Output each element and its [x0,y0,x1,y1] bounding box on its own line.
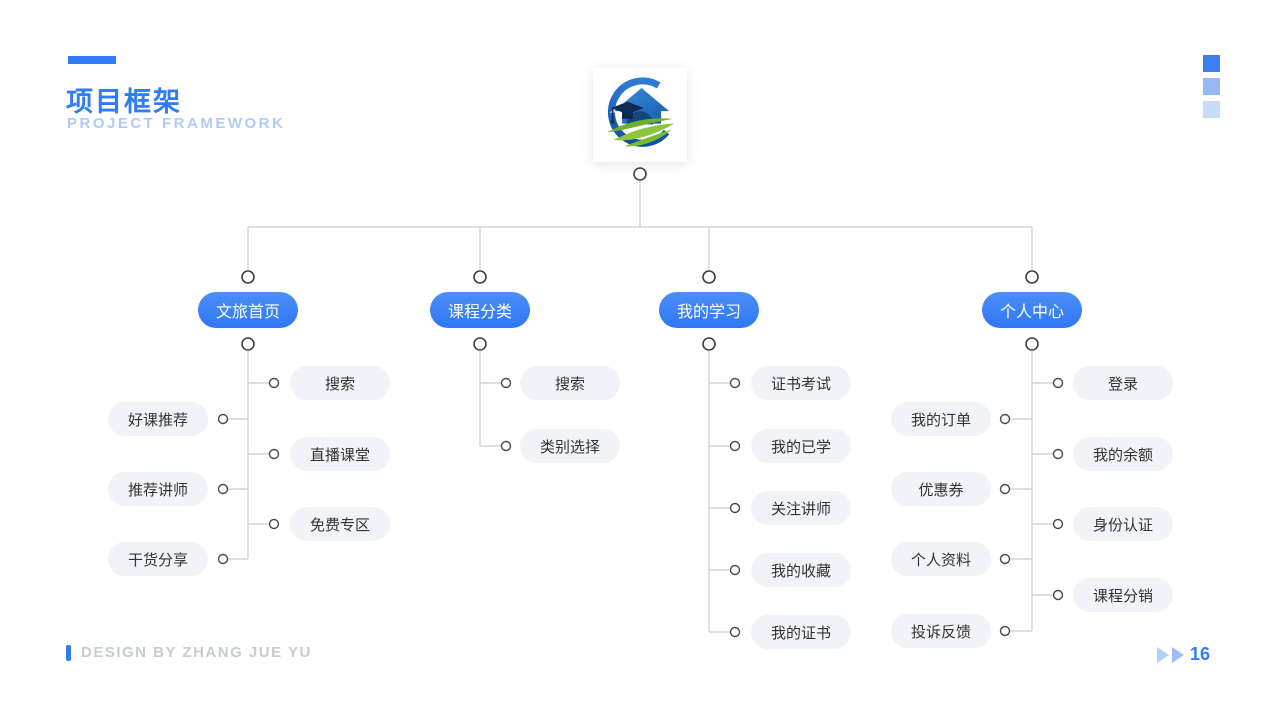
child-node: 搜索 [290,366,390,400]
child-node: 好课推荐 [108,402,208,436]
square-icon [1203,101,1220,118]
branch-node: 课程分类 [430,292,530,328]
child-node: 登录 [1073,366,1173,400]
page-title: 项目框架 [66,87,182,117]
child-node: 搜索 [520,366,620,400]
child-node: 我的已学 [751,429,851,463]
child-node: 我的收藏 [751,553,851,587]
page-subtitle: PROJECT FRAMEWORK [67,115,286,132]
child-node: 我的证书 [751,615,851,649]
square-icon [1203,55,1220,72]
child-node: 投诉反馈 [891,614,991,648]
child-node: 干货分享 [108,542,208,576]
child-node: 我的订单 [891,402,991,436]
title-accent-bar [68,56,116,64]
education-logo-icon [607,77,675,147]
child-node: 优惠券 [891,472,991,506]
credit-text: DESIGN BY ZHANG JUE YU [81,644,312,661]
child-node: 我的余额 [1073,437,1173,471]
child-node: 推荐讲师 [108,472,208,506]
decor-squares [1203,55,1220,118]
arrow-right-icon [1172,646,1184,663]
logo [593,68,687,162]
branch-node: 个人中心 [982,292,1082,328]
child-node: 直播课堂 [290,437,390,471]
branch-node: 我的学习 [659,292,759,328]
footer: DESIGN BY ZHANG JUE YU [66,644,312,661]
child-node: 个人资料 [891,542,991,576]
page-number: 16 [1190,644,1211,664]
pagination: 16 [1157,644,1210,665]
child-node: 关注讲师 [751,491,851,525]
child-node: 证书考试 [751,366,851,400]
square-icon [1203,78,1220,95]
footer-accent-bar [66,644,71,661]
arrow-right-icon [1157,646,1169,663]
child-node: 课程分销 [1073,578,1173,612]
child-node: 类别选择 [520,429,620,463]
branch-node: 文旅首页 [198,292,298,328]
child-node: 身份认证 [1073,507,1173,541]
child-node: 免费专区 [290,507,390,541]
